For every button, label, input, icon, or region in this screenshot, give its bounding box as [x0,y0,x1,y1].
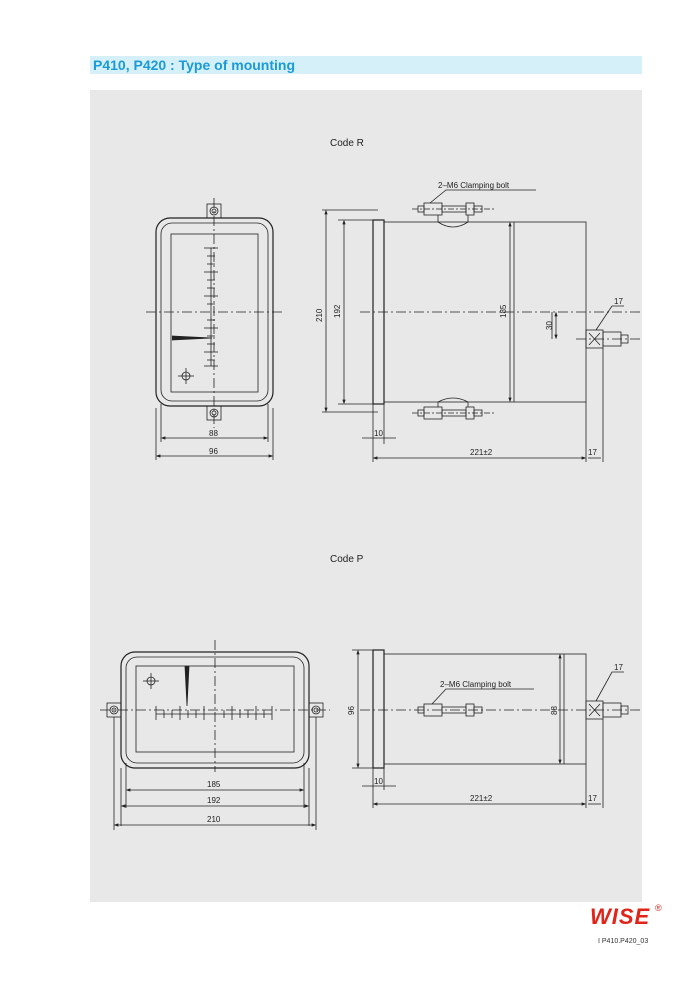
code-r-dim-96: 96 [209,447,218,456]
code-r-clamp-label: 2–M6 Clamping bolt [438,181,510,190]
code-r-dim-185: 185 [499,304,508,318]
code-p-front-view [100,640,330,830]
code-p-dim-185: 185 [207,780,221,789]
code-r-dim-88: 88 [209,429,218,438]
code-r-dim-17-bottom: 17 [588,448,597,457]
code-p-dim-221: 221±2 [470,794,493,803]
code-p-dim-96: 96 [347,706,356,715]
code-r-dim-192: 192 [333,304,342,318]
code-r-dim-221: 221±2 [470,448,493,457]
registered-mark: ® [655,903,662,913]
code-p-dim-17-top: 17 [614,663,623,672]
drawing-panel [90,90,642,902]
code-p-dim-210: 210 [207,815,221,824]
brand-logo: WISE [590,904,651,929]
code-r-dim-10: 10 [374,429,383,438]
code-p-dim-88: 88 [550,706,559,715]
code-p-dim-10: 10 [374,777,383,786]
code-p-label: Code P [330,554,364,565]
code-r-front-view [146,198,282,460]
header-bar: P410, P420 : Type of mounting [90,56,642,74]
code-r-dim-30: 30 [545,321,554,330]
code-r-label: Code R [330,138,364,149]
page-title: P410, P420 : Type of mounting [93,57,296,73]
code-p-clamp-label: 2–M6 Clamping bolt [440,680,512,689]
code-p-dim-17-bottom: 17 [588,794,597,803]
code-r-dim-210: 210 [315,308,324,322]
document-code: I P410.P420_03 [598,938,649,945]
code-p-side-view [352,649,640,808]
code-r-dim-17-top: 17 [614,297,623,306]
code-p-dim-192: 192 [207,796,221,805]
code-r-side-view [322,189,640,462]
